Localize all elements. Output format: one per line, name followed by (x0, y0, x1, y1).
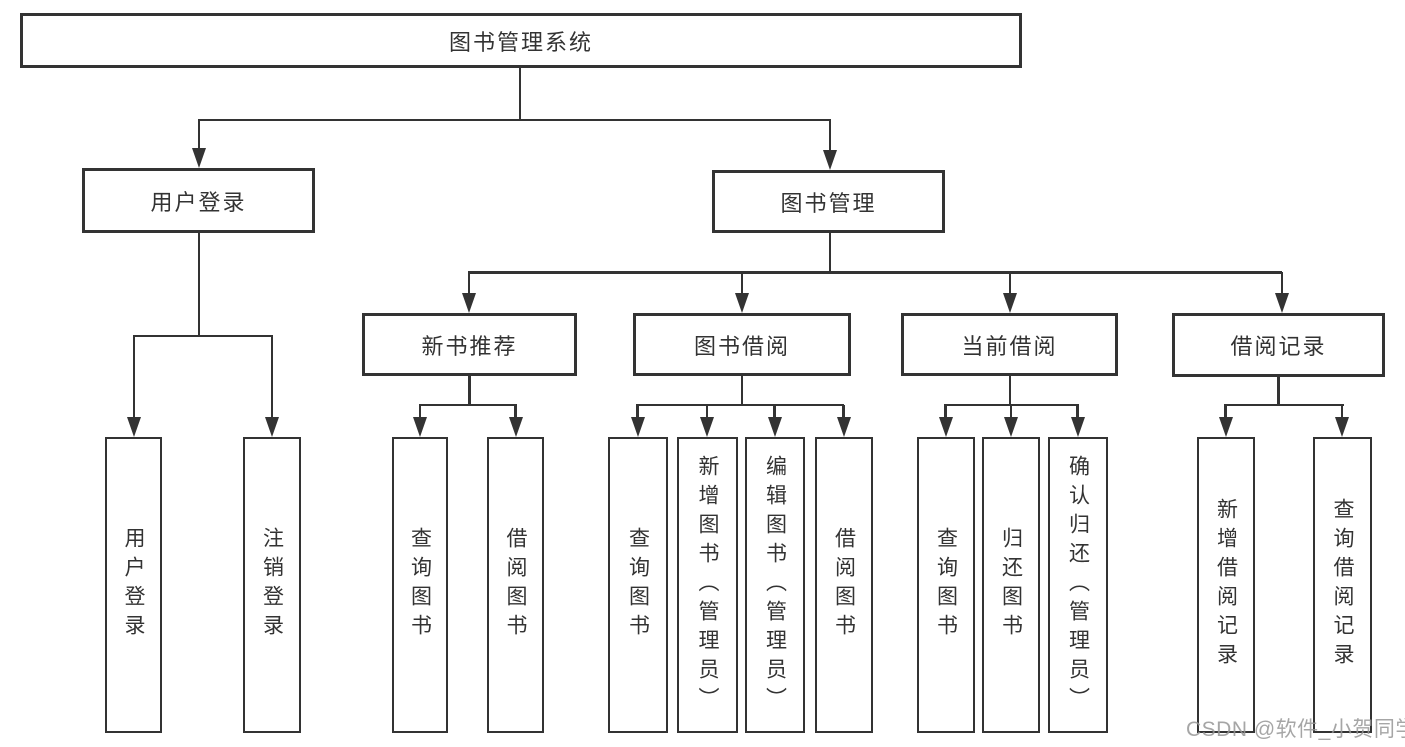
connector-line (197, 120, 201, 150)
connector-line (705, 405, 709, 419)
arrow-down-icon (1003, 293, 1017, 313)
node-query-books-borrowing: 查询图书 (608, 437, 668, 733)
node-label: 查询图书 (626, 527, 650, 643)
arrow-down-icon (1335, 417, 1349, 437)
node-book-borrowing: 图书借阅 (633, 313, 851, 376)
connector-line (1076, 405, 1079, 419)
arrow-down-icon (462, 293, 476, 313)
node-add-borrow-record: 新增借阅记录 (1197, 437, 1255, 733)
arrow-down-icon (1070, 417, 1085, 437)
node-borrowing-records: 借阅记录 (1172, 313, 1385, 377)
connector-line (1008, 272, 1012, 295)
arrow-down-icon (1004, 417, 1018, 437)
arrow-down-icon (127, 417, 141, 437)
connector-line (270, 336, 274, 419)
connector-line (1009, 405, 1013, 419)
node-label: 注销登录 (260, 527, 284, 643)
arrow-down-icon (1218, 417, 1233, 437)
node-confirm-return-admin: 确认归还（管理员） (1048, 437, 1108, 733)
connector-line (1340, 405, 1344, 419)
node-borrow-books-borrowing: 借阅图书 (815, 437, 873, 733)
connector-line (197, 233, 201, 337)
arrow-down-icon (735, 293, 749, 313)
connector-line (636, 403, 844, 407)
arrow-down-icon (938, 417, 953, 437)
node-label: 查询图书 (408, 527, 432, 643)
node-label: 借阅记录 (1230, 334, 1327, 359)
connector-line (468, 376, 471, 406)
node-label: 新书推荐 (421, 333, 518, 359)
node-user-login: 用户登录 (82, 168, 315, 233)
connector-line (514, 405, 517, 419)
connector-line (828, 120, 832, 152)
node-label: 图书管理系统 (448, 29, 593, 55)
arrow-down-icon (265, 417, 279, 437)
connector-line (636, 405, 639, 419)
node-label: 图书借阅 (693, 333, 790, 359)
connector-line (1224, 403, 1344, 407)
connector-line (1280, 272, 1284, 295)
node-label: 确认归还（管理员） (1066, 454, 1090, 716)
arrow-down-icon (767, 417, 782, 437)
node-label: 借阅图书 (504, 527, 527, 643)
node-query-books-current: 查询图书 (917, 437, 975, 733)
node-label: 图书管理 (780, 190, 877, 216)
node-label: 用户登录 (122, 527, 145, 643)
node-label: 用户登录 (150, 189, 247, 215)
node-query-books-recommend: 查询图书 (392, 437, 448, 733)
arrow-down-icon (700, 417, 714, 437)
connector-line (133, 334, 273, 338)
node-label: 查询借阅记录 (1331, 498, 1354, 672)
node-new-book-recommend: 新书推荐 (362, 313, 577, 376)
node-leaf-user-login: 用户登录 (105, 437, 162, 733)
connector-line (1224, 405, 1227, 419)
arrow-down-icon (508, 417, 523, 437)
node-label: 新增图书（管理员） (696, 454, 719, 716)
node-leaf-logout: 注销登录 (243, 437, 301, 733)
node-query-borrow-record: 查询借阅记录 (1313, 437, 1372, 733)
connector-line (740, 272, 744, 295)
arrow-down-icon (192, 148, 206, 168)
node-return-books: 归还图书 (982, 437, 1040, 733)
arrow-down-icon (836, 417, 851, 437)
node-book-management: 图书管理 (712, 170, 945, 233)
csdn-watermark: CSDN @软件_小贺同学 (1186, 718, 1405, 741)
arrow-down-icon (1275, 293, 1289, 313)
connector-line (1277, 377, 1280, 406)
connector-line (132, 336, 136, 419)
node-book-management-system: 图书管理系统 (20, 13, 1022, 68)
connector-line (740, 376, 744, 406)
node-label: 编辑图书（管理员） (763, 454, 787, 716)
node-current-borrowing: 当前借阅 (901, 313, 1118, 376)
connector-line (198, 118, 831, 122)
node-label: 新增借阅记录 (1214, 498, 1238, 672)
connector-line (944, 405, 947, 419)
node-label: 归还图书 (999, 527, 1023, 643)
node-label: 查询图书 (934, 527, 958, 643)
connector-line (1008, 376, 1012, 406)
connector-line (828, 233, 832, 274)
connector-line (773, 405, 776, 419)
connector-line (842, 405, 845, 419)
arrow-down-icon (823, 150, 837, 170)
arrow-down-icon (630, 417, 645, 437)
connector-line (468, 271, 1282, 274)
arrow-down-icon (413, 417, 427, 437)
node-label: 当前借阅 (961, 333, 1058, 359)
connector-line (467, 272, 471, 295)
node-borrow-books-recommend: 借阅图书 (487, 437, 544, 733)
connector-line (419, 403, 517, 407)
node-edit-book-admin: 编辑图书（管理员） (745, 437, 805, 733)
node-label: 借阅图书 (832, 527, 856, 643)
connector-line (518, 68, 522, 121)
connector-line (418, 405, 422, 419)
node-add-book-admin: 新增图书（管理员） (677, 437, 738, 733)
